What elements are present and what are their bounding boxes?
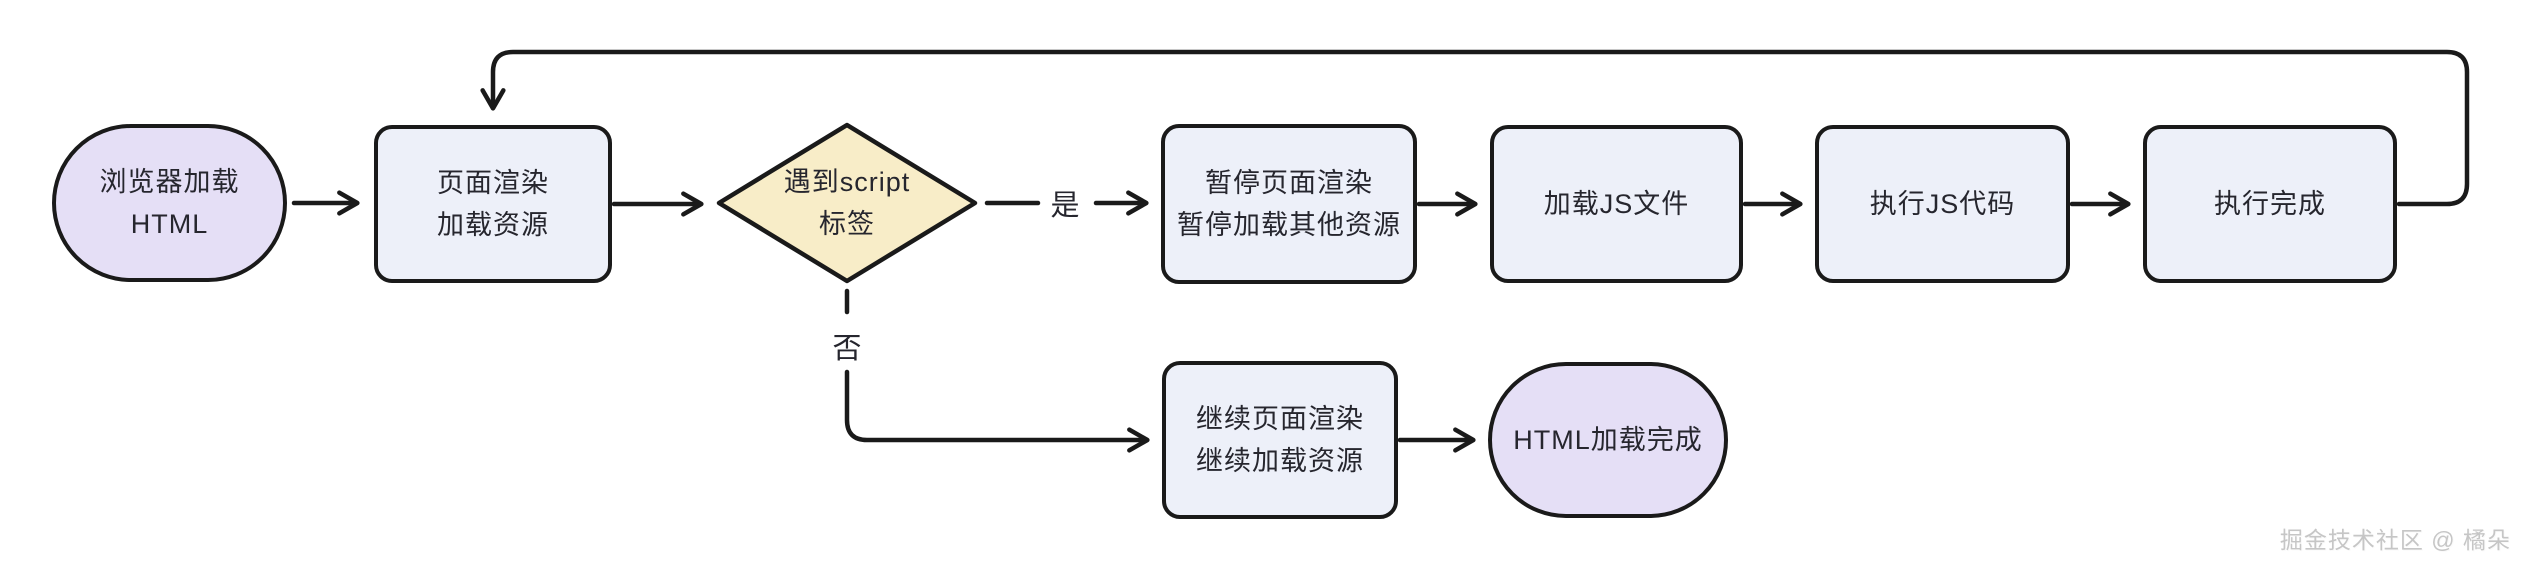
edge-label-no: 否 bbox=[832, 333, 862, 365]
node-render-label-line1: 页面渲染 bbox=[437, 168, 549, 198]
node-continue-render: 继续页面渲染 继续加载资源 bbox=[1162, 361, 1398, 519]
node-decision-label-line2: 标签 bbox=[818, 209, 875, 239]
node-html-done-label: HTML加载完成 bbox=[1513, 425, 1703, 455]
node-exec-done-label: 执行完成 bbox=[2214, 189, 2326, 219]
node-exec-js: 执行JS代码 bbox=[1815, 125, 2070, 283]
node-render-load: 页面渲染 加载资源 bbox=[374, 125, 612, 283]
watermark-text: 掘金技术社区 @ 橘朵 bbox=[2279, 527, 2511, 553]
node-start: 浏览器加载 HTML bbox=[52, 124, 287, 282]
node-exec-done: 执行完成 bbox=[2143, 125, 2397, 283]
node-html-done: HTML加载完成 bbox=[1488, 362, 1728, 518]
node-pause-label-line2: 暂停加载其他资源 bbox=[1177, 210, 1401, 240]
node-load-js-label: 加载JS文件 bbox=[1543, 189, 1690, 219]
node-decision-script-tag: 遇到script 标签 bbox=[715, 121, 979, 285]
decision-diamond-shape bbox=[716, 122, 978, 284]
node-start-label-line1: 浏览器加载 bbox=[99, 167, 240, 197]
node-continue-label-line1: 继续页面渲染 bbox=[1196, 404, 1364, 434]
node-decision-label-line1: 遇到script bbox=[783, 167, 911, 197]
node-start-label-line2: HTML bbox=[130, 209, 209, 239]
edge-decision-no-arrow bbox=[844, 369, 1150, 453]
node-pause-render: 暂停页面渲染 暂停加载其他资源 bbox=[1161, 124, 1417, 284]
node-load-js: 加载JS文件 bbox=[1490, 125, 1743, 283]
edge-loop-back-to-render bbox=[480, 49, 2470, 207]
node-continue-label-line2: 继续加载资源 bbox=[1196, 446, 1364, 476]
node-pause-label-line1: 暂停页面渲染 bbox=[1205, 168, 1373, 198]
node-exec-js-label: 执行JS代码 bbox=[1869, 189, 2016, 219]
node-render-label-line2: 加载资源 bbox=[437, 210, 549, 240]
edge-label-yes: 是 bbox=[1050, 190, 1080, 222]
node-decision-label: 遇到script 标签 bbox=[784, 161, 911, 245]
